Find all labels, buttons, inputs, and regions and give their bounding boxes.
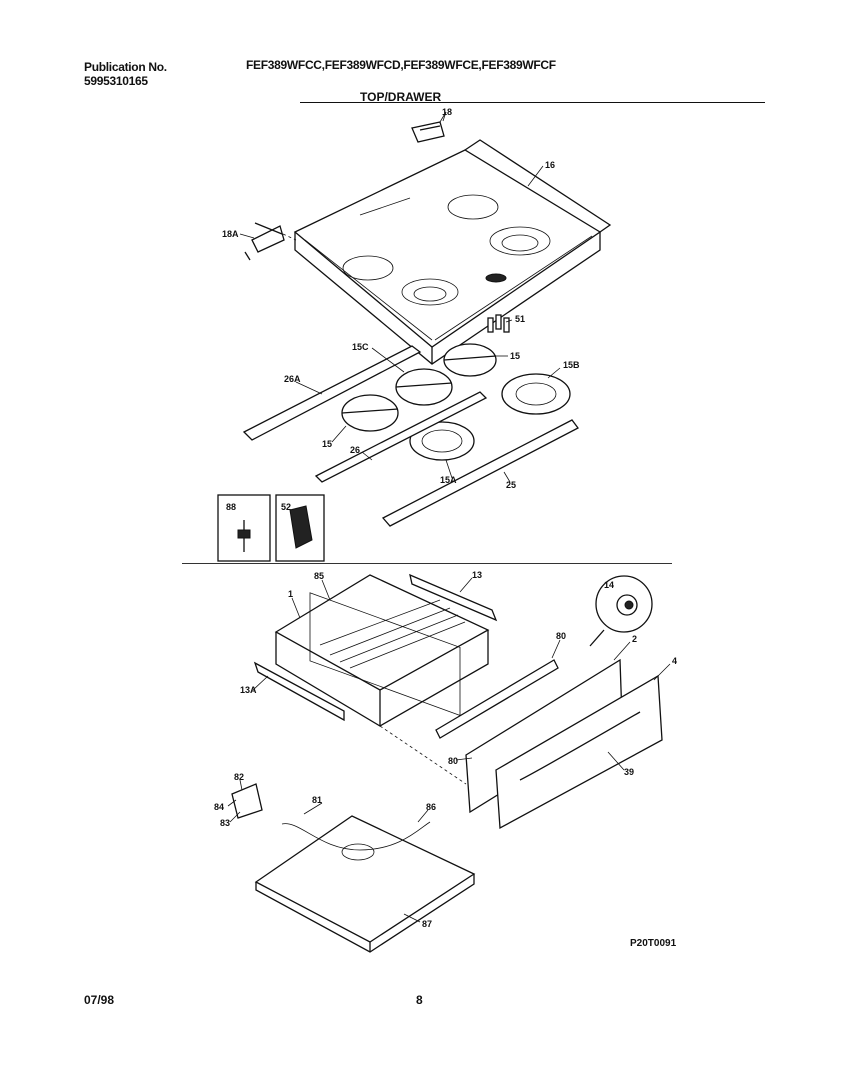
burner-ring	[401, 278, 459, 306]
callout-51: 51	[515, 314, 525, 324]
leader-lines	[227, 111, 671, 923]
callout-26a: 26A	[284, 374, 301, 384]
callout-15: 15	[510, 351, 520, 361]
callout-15b: 15B	[563, 360, 580, 370]
callout-13: 13	[472, 570, 482, 580]
callout-82: 82	[234, 772, 244, 782]
surface-elements	[341, 343, 571, 461]
inset-box-52	[275, 494, 325, 562]
model-list: FEF389WFCC,FEF389WFCD,FEF389WFCE,FEF389W…	[246, 58, 556, 72]
burner-ring	[447, 194, 499, 220]
section-divider	[182, 563, 672, 564]
slide-rail-13	[409, 573, 498, 622]
slide-rail-13a	[253, 661, 345, 722]
callout-80-lower: 80	[448, 756, 458, 766]
figure-reference: P20T0091	[630, 938, 677, 949]
callout-1: 1	[288, 589, 293, 599]
callout-52: 52	[281, 502, 291, 512]
callout-15c: 15C	[352, 342, 369, 352]
callout-88: 88	[226, 502, 236, 512]
callout-84: 84	[214, 802, 224, 812]
callout-87: 87	[422, 919, 432, 929]
publication-label: Publication No.	[84, 60, 167, 74]
bracket-18-part	[411, 111, 447, 143]
drawer-pan-87	[254, 815, 476, 953]
section-title: TOP/DRAWER	[360, 90, 442, 104]
inset-box-88	[217, 494, 271, 562]
knob-14-part	[589, 575, 653, 647]
callout-15-left: 15	[322, 439, 332, 449]
callout-39: 39	[624, 767, 634, 777]
burner-ring	[489, 226, 551, 256]
callout-labels: 18 16 18A 51 15C 15 15B 26A 15 26 15A 25…	[214, 107, 677, 929]
callout-4: 4	[672, 656, 677, 666]
callout-18: 18	[442, 107, 452, 117]
callout-15a: 15A	[440, 475, 457, 485]
terminal-block-51	[487, 314, 510, 333]
drawer-body-part	[274, 574, 490, 727]
callout-14: 14	[604, 580, 614, 590]
callout-85: 85	[314, 571, 324, 581]
callout-25: 25	[506, 480, 516, 490]
support-rails	[242, 345, 579, 527]
callout-18a: 18A	[222, 229, 239, 239]
callout-16: 16	[545, 160, 555, 170]
callout-86: 86	[426, 802, 436, 812]
callout-26: 26	[350, 445, 360, 455]
drawer-panels	[435, 658, 663, 830]
callout-81: 81	[312, 795, 322, 805]
cooktop-part	[293, 139, 612, 365]
callout-83: 83	[220, 818, 230, 828]
callout-13a: 13A	[240, 685, 257, 695]
page-number: 8	[416, 993, 423, 1007]
title-rule	[300, 102, 765, 103]
bracket-18a-part	[244, 222, 285, 261]
burner-ring	[342, 255, 394, 281]
publication-number: 5995310165	[84, 74, 148, 88]
callout-2: 2	[632, 634, 637, 644]
callout-80: 80	[556, 631, 566, 641]
footer-date: 07/98	[84, 993, 115, 1007]
switch-82	[231, 783, 263, 819]
